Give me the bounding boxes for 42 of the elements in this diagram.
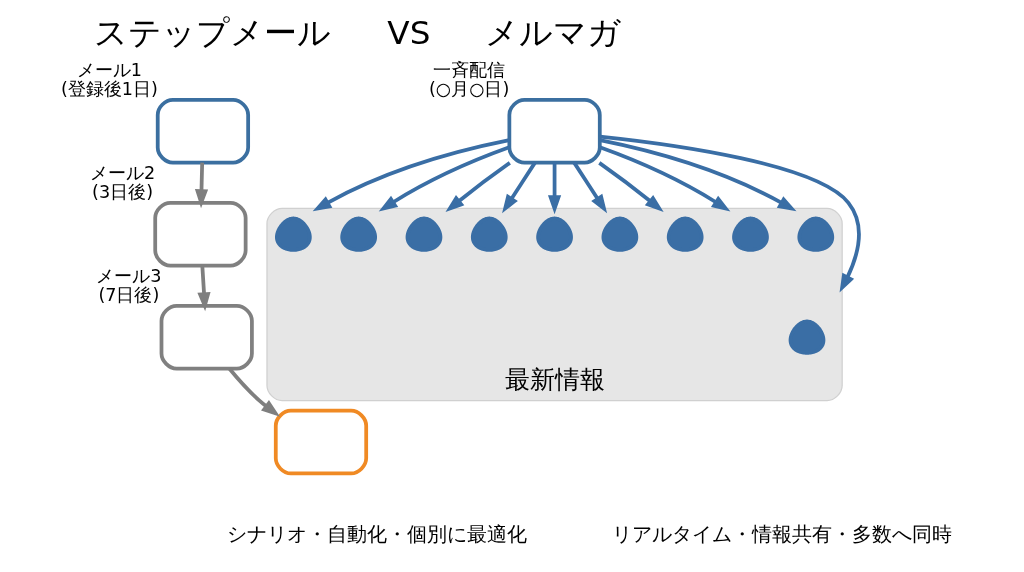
node-person: [405, 216, 442, 252]
node-label: 一斉配信: [432, 60, 505, 81]
arrow: [227, 367, 280, 417]
arrow: [547, 162, 561, 215]
node-label: メール1: [76, 60, 142, 81]
node-person: [274, 216, 312, 252]
node-box: [159, 303, 254, 371]
arrow: [501, 161, 537, 214]
arrow: [572, 161, 607, 214]
node-person: [666, 216, 704, 252]
node-person: [796, 216, 834, 252]
node-person: [535, 216, 573, 252]
arrow: [445, 161, 511, 213]
node-label: (3日後): [91, 182, 153, 203]
label: VS: [386, 14, 430, 53]
label: シナリオ・自動化・個別に最適化: [227, 522, 527, 546]
arrow: [599, 138, 796, 212]
node-person: [601, 216, 638, 252]
node-label: (○月○日): [428, 79, 509, 100]
label: メルマガ: [484, 14, 621, 53]
node-label: (7日後): [97, 285, 159, 306]
node-box: [273, 408, 368, 476]
node-person: [339, 216, 377, 252]
arrow: [598, 145, 730, 212]
arrow: [196, 265, 211, 312]
arrow: [599, 134, 861, 293]
arrow: [194, 162, 208, 209]
node-label: (登録後1日): [60, 79, 158, 100]
node-person: [788, 319, 825, 355]
node-box: [152, 200, 247, 268]
node-person: [470, 216, 508, 252]
node-box: [506, 97, 602, 165]
node-label: メール3: [95, 266, 161, 287]
arrow: [378, 145, 510, 212]
node-label: メール2: [89, 163, 155, 184]
node-person: [731, 216, 769, 252]
label: リアルタイム・情報共有・多数へ同時: [611, 522, 952, 546]
cluster: 最新情報: [265, 207, 843, 402]
arrow: [597, 161, 664, 213]
arrow: [312, 138, 510, 212]
node-box: [155, 97, 250, 165]
label: ステップメール: [93, 14, 331, 53]
